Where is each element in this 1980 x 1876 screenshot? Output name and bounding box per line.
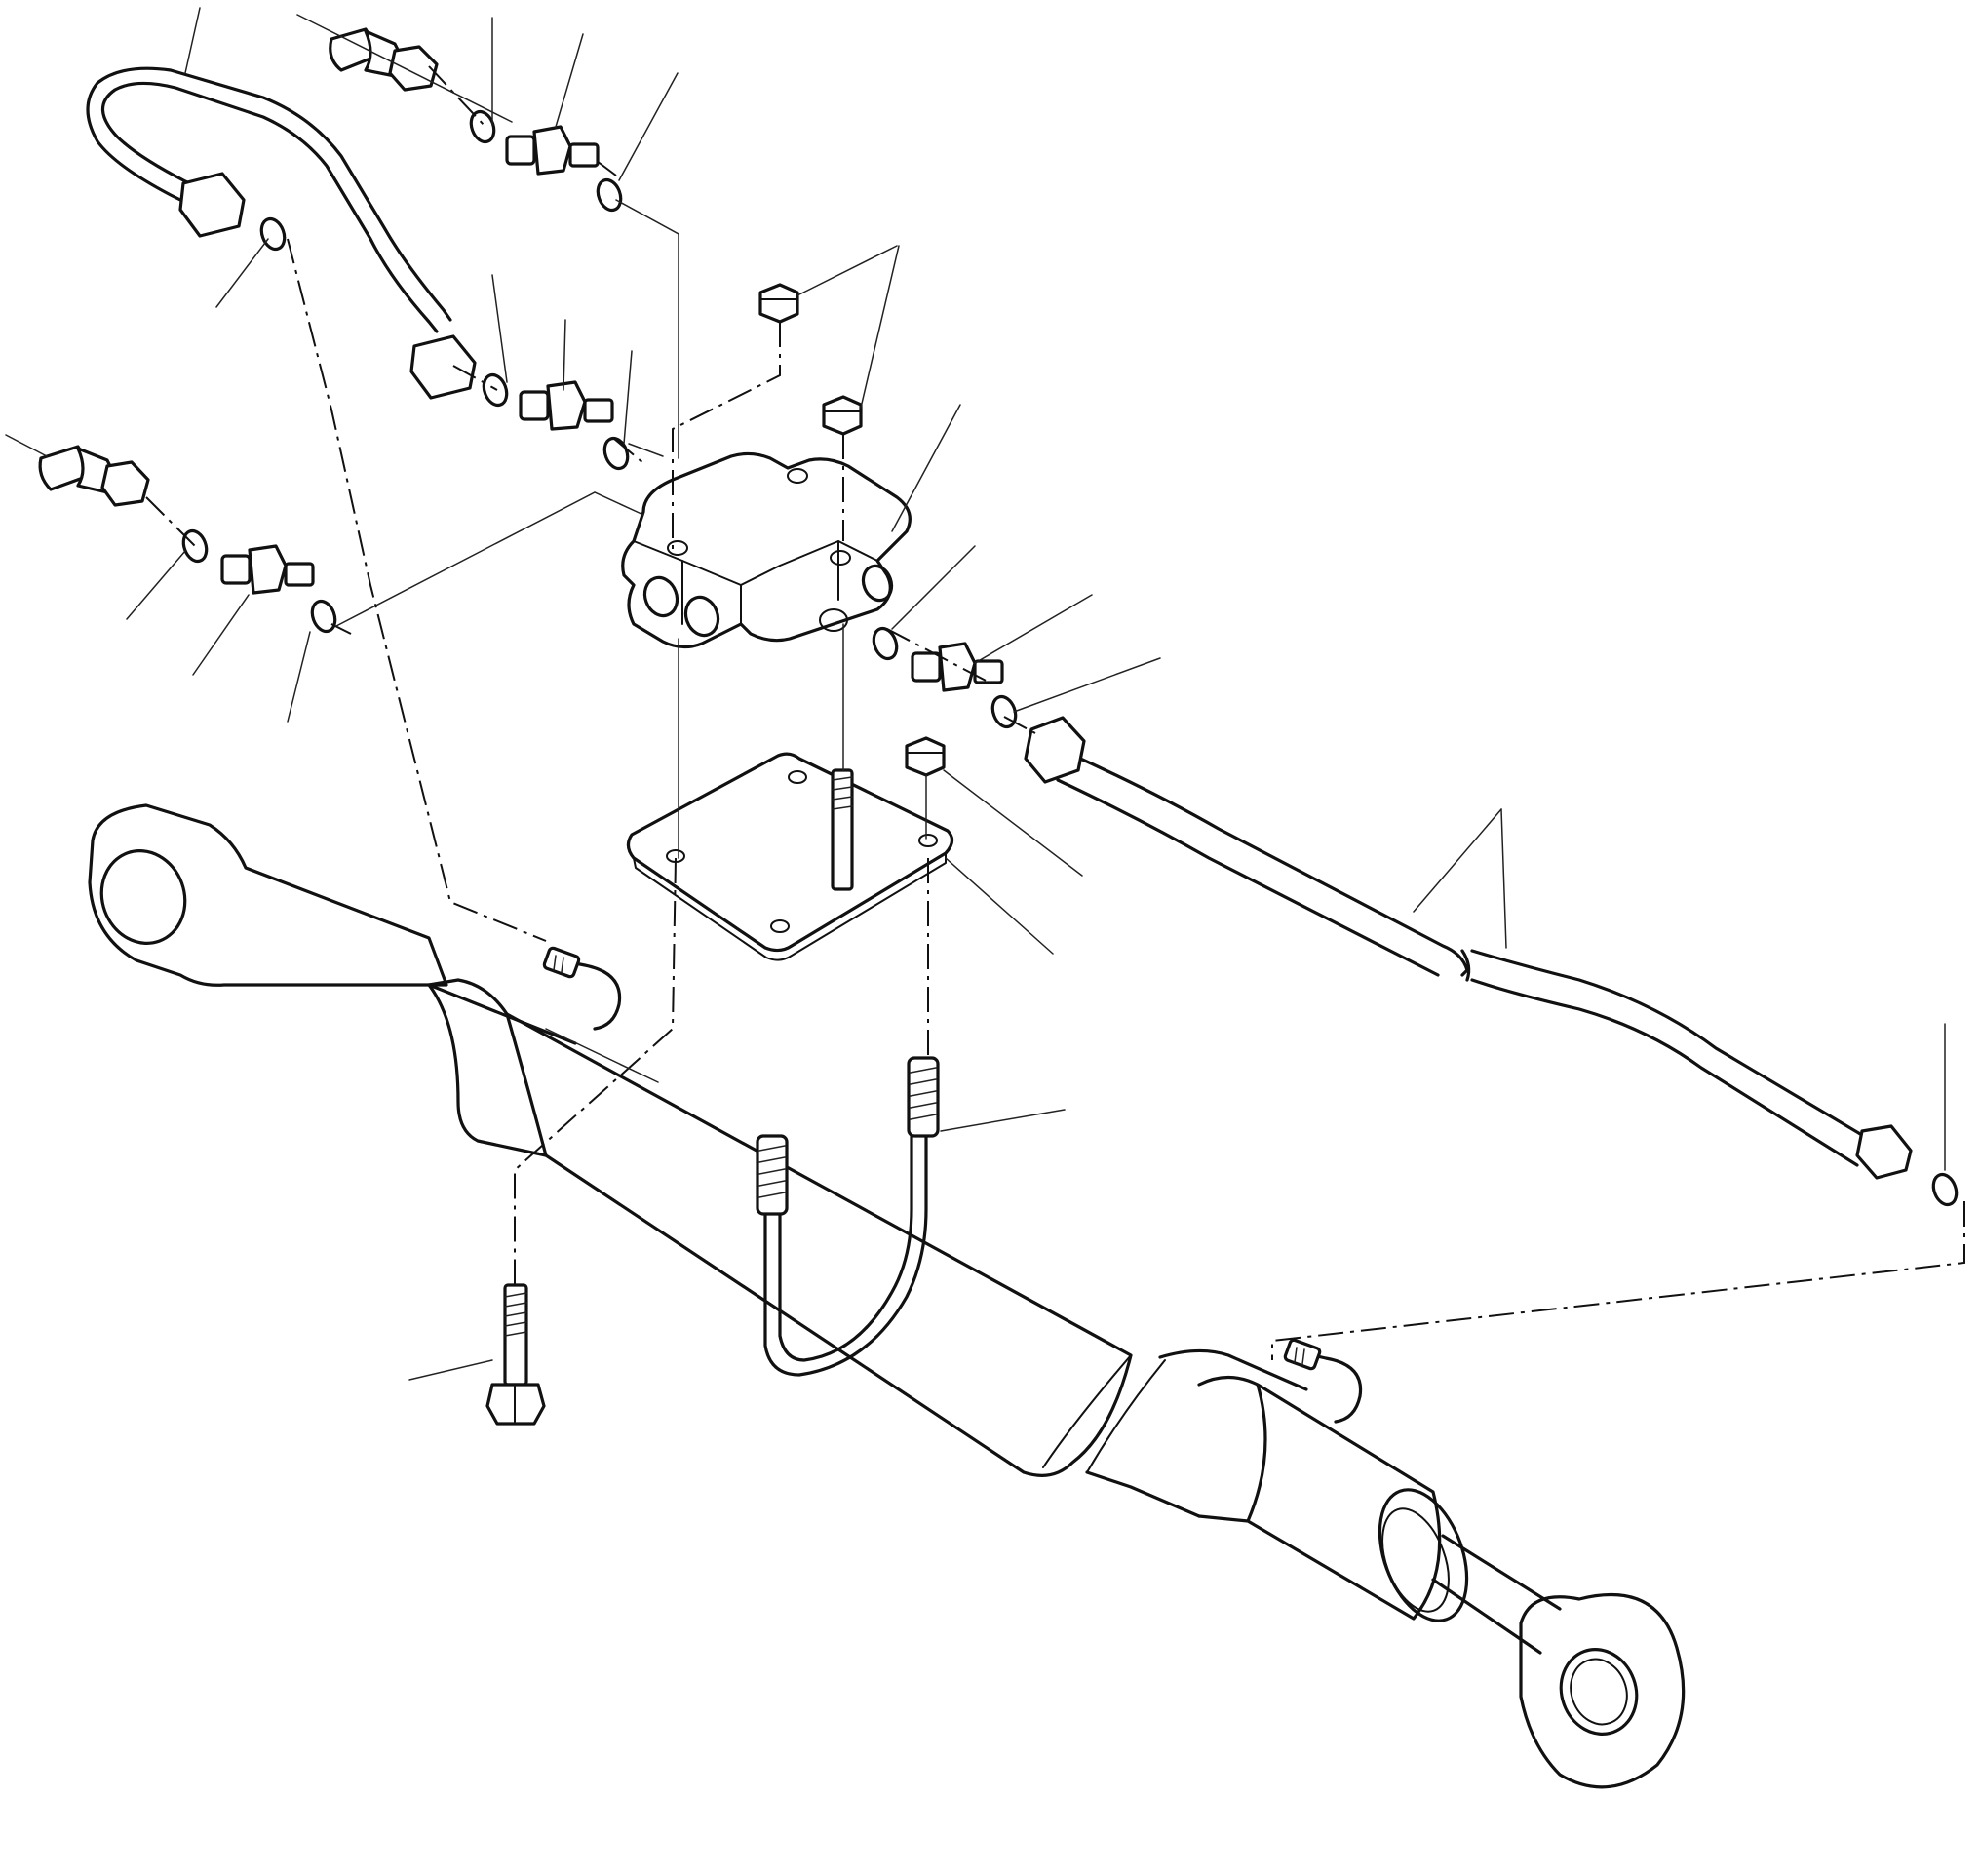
union-connector — [38, 445, 150, 507]
nut — [905, 736, 946, 777]
o-ring — [990, 694, 1018, 729]
hydraulic-cylinder — [88, 803, 1686, 1789]
o-ring — [872, 626, 899, 661]
adapter — [911, 642, 1004, 692]
cylinder-barrel — [505, 1012, 1133, 1477]
o-ring — [310, 599, 337, 634]
front-clevis-eye — [1519, 1593, 1686, 1789]
nut — [178, 172, 246, 238]
nut — [1855, 1124, 1913, 1180]
piston-rod — [1431, 1534, 1562, 1655]
u-bolt — [756, 1056, 940, 1377]
leader-lines — [5, 7, 1946, 1381]
o-ring — [482, 372, 509, 408]
union-connector — [329, 27, 439, 92]
bent-tube — [86, 66, 477, 400]
adapter — [220, 544, 315, 595]
assembly-center-lines — [145, 65, 1965, 1360]
nut — [1024, 716, 1086, 784]
adapter — [519, 380, 614, 431]
bolt — [485, 1283, 546, 1426]
lock-nut — [758, 283, 799, 324]
head-collar — [1197, 1375, 1442, 1621]
cylinder-port-elbow-rear — [542, 946, 622, 1031]
o-ring — [596, 177, 623, 213]
rear-clevis-eye — [88, 803, 448, 987]
o-ring — [259, 216, 287, 252]
nut — [409, 334, 477, 400]
o-ring — [469, 109, 496, 144]
o-ring — [181, 528, 209, 564]
mounting-plate — [626, 752, 954, 961]
rear-collar — [427, 978, 548, 1157]
adapter — [505, 125, 600, 176]
cylinder-port-elbow-front — [1283, 1338, 1363, 1424]
straight-tube — [1024, 716, 1913, 1180]
manifold-block — [621, 451, 912, 649]
lock-nut — [822, 395, 863, 436]
o-ring — [1931, 1172, 1959, 1207]
